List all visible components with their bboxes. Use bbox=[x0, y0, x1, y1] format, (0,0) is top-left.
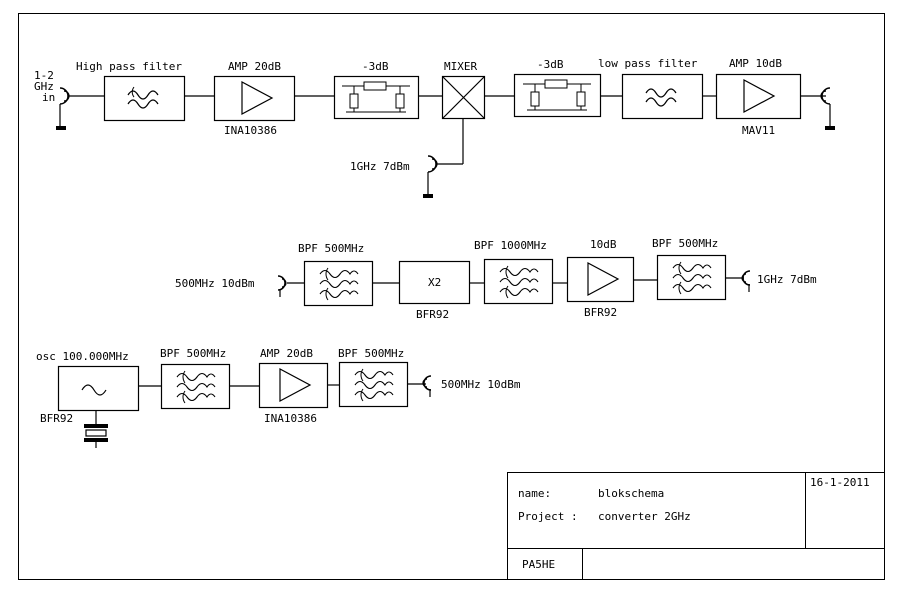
name-value: blokschema bbox=[598, 487, 664, 500]
name-label: name: bbox=[518, 487, 551, 500]
att1-label: -3dB bbox=[362, 60, 389, 73]
row2-output-label: 1GHz 7dBm bbox=[757, 273, 817, 286]
lo-input-label: 1GHz 7dBm bbox=[350, 160, 410, 173]
input-connector-icon bbox=[56, 87, 70, 130]
amplifier-icon bbox=[743, 79, 775, 113]
row1-rf-path: 1-2 GHz in High pass filter AMP 20dB INA… bbox=[34, 57, 835, 198]
doubler-part: BFR92 bbox=[416, 308, 449, 321]
amp2-label: AMP 10dB bbox=[729, 57, 782, 70]
amp1-block bbox=[213, 75, 296, 122]
row2-amp-part: BFR92 bbox=[584, 306, 617, 319]
project-label: Project : bbox=[518, 510, 578, 523]
row2-output-connector-icon bbox=[741, 270, 751, 292]
att2-label: -3dB bbox=[537, 58, 564, 71]
row2-input-label: 500MHz 10dBm bbox=[175, 277, 255, 290]
row2-lo-chain: 500MHz 10dBm BPF 500MHz X2 BFR92 BPF 100… bbox=[175, 237, 817, 321]
input-label-line1: 1-2 bbox=[34, 69, 54, 82]
amp2-block bbox=[715, 73, 802, 120]
mixer-icon bbox=[441, 75, 486, 120]
title-block: name: blokschema Project : converter 2GH… bbox=[507, 472, 885, 580]
att1-block bbox=[333, 75, 420, 120]
sine-wave-icon bbox=[81, 384, 107, 396]
attenuator-icon bbox=[522, 79, 592, 111]
row3-output-connector-icon bbox=[422, 375, 432, 397]
row2-bpf2-block bbox=[483, 258, 554, 305]
amplifier-icon bbox=[587, 262, 619, 296]
row2-amp-label: 10dB bbox=[590, 238, 617, 251]
amplifier-icon bbox=[241, 81, 273, 115]
sheet-border bbox=[18, 13, 885, 580]
crystal-icon bbox=[84, 411, 108, 448]
row2-bpf1-block bbox=[303, 260, 374, 307]
lpf-block bbox=[621, 73, 704, 120]
amplifier-icon bbox=[279, 368, 311, 402]
row3-bpf2-block bbox=[338, 361, 409, 408]
high-pass-filter-icon bbox=[127, 86, 159, 109]
amp2-part: MAV11 bbox=[742, 124, 775, 137]
band-pass-filter-icon bbox=[354, 368, 394, 402]
output-connector-icon bbox=[820, 87, 835, 130]
project-value: converter 2GHz bbox=[598, 510, 691, 523]
mixer-label: MIXER bbox=[444, 60, 477, 73]
osc-block bbox=[57, 365, 140, 412]
row3-amp-label: AMP 20dB bbox=[260, 347, 313, 360]
row2-bpf2-label: BPF 1000MHz bbox=[474, 239, 547, 252]
row3-bpf1-label: BPF 500MHz bbox=[160, 347, 226, 360]
row3-oscillator-chain: osc 100.000MHz BFR92 BPF 500MHz AMP 20dB… bbox=[36, 347, 521, 448]
hpf-block bbox=[103, 75, 186, 122]
row3-bpf1-block bbox=[160, 363, 231, 410]
row2-bpf3-label: BPF 500MHz bbox=[652, 237, 718, 250]
row2-amp-block bbox=[566, 256, 635, 303]
date-value: 16-1-2011 bbox=[810, 476, 870, 489]
osc-label: osc 100.000MHz bbox=[36, 350, 129, 363]
row3-bpf2-label: BPF 500MHz bbox=[338, 347, 404, 360]
attenuator-icon bbox=[341, 81, 411, 113]
band-pass-filter-icon bbox=[672, 261, 712, 295]
row2-bpf1-label: BPF 500MHz bbox=[298, 242, 364, 255]
hpf-label: High pass filter bbox=[76, 60, 182, 73]
author-value: PA5HE bbox=[522, 558, 555, 571]
low-pass-filter-icon bbox=[645, 88, 677, 107]
row2-input-connector-icon bbox=[277, 275, 287, 297]
row3-output-label: 500MHz 10dBm bbox=[441, 378, 521, 391]
input-label-line3: in bbox=[42, 91, 55, 104]
lo-connector-icon bbox=[423, 155, 438, 198]
band-pass-filter-icon bbox=[176, 370, 216, 404]
row2-bpf3-block bbox=[656, 254, 727, 301]
lpf-label: low pass filter bbox=[598, 57, 698, 70]
att2-block bbox=[513, 73, 602, 118]
osc-part: BFR92 bbox=[40, 412, 73, 425]
doubler-label: X2 bbox=[428, 276, 441, 289]
band-pass-filter-icon bbox=[499, 265, 539, 299]
amp1-label: AMP 20dB bbox=[228, 60, 281, 73]
band-pass-filter-icon bbox=[319, 267, 359, 301]
doubler-block bbox=[398, 260, 471, 305]
amp1-part: INA10386 bbox=[224, 124, 277, 137]
row3-amp-part: INA10386 bbox=[264, 412, 317, 425]
input-label-line2: GHz bbox=[34, 80, 54, 93]
row3-amp-block bbox=[258, 362, 329, 409]
